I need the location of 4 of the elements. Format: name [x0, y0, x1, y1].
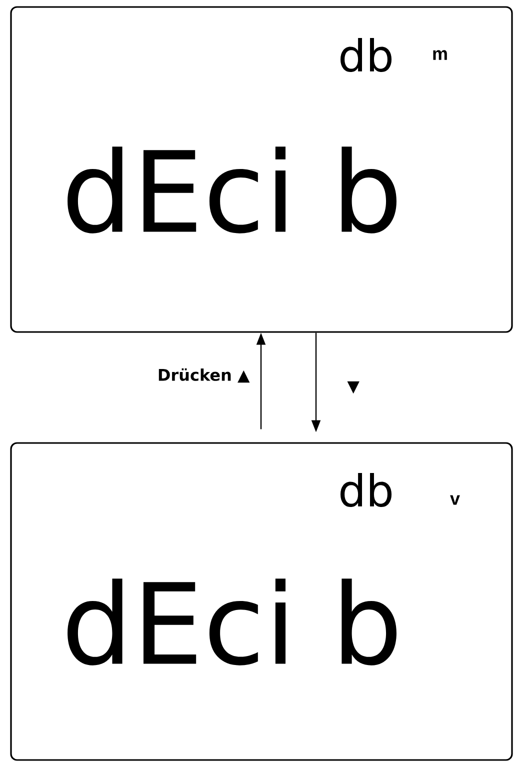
- lcd-display-panel: db m dEci b: [10, 6, 513, 333]
- lcd-display-panel: db v dEci b: [10, 442, 513, 761]
- edge-label: ▼: [347, 381, 360, 394]
- edge-label: Drücken ▲: [158, 368, 250, 383]
